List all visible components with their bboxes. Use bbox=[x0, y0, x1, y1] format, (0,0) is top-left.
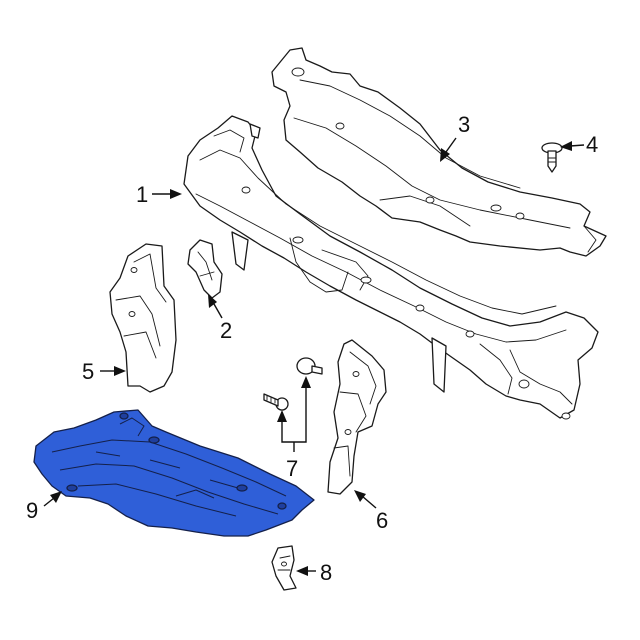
callout-6: 6 bbox=[376, 508, 388, 533]
part-9-splash-shield[interactable] bbox=[33, 409, 315, 537]
part-8-clip[interactable] bbox=[271, 545, 297, 591]
splash-shield-body[interactable] bbox=[33, 409, 315, 537]
leader-lines bbox=[43, 137, 585, 576]
part-1-radiator-support[interactable] bbox=[183, 115, 599, 420]
shield-hole-5 bbox=[119, 412, 129, 420]
part-7-fasteners[interactable] bbox=[263, 357, 323, 411]
part-6-right-deflector[interactable] bbox=[327, 339, 387, 495]
part-5-left-deflector[interactable] bbox=[109, 243, 177, 393]
part-3-radiator-cover[interactable] bbox=[271, 47, 607, 257]
part-4-push-pin[interactable] bbox=[541, 142, 563, 173]
shield-hole-1 bbox=[66, 484, 78, 492]
callout-7: 7 bbox=[286, 456, 298, 481]
callout-3: 3 bbox=[458, 112, 470, 137]
callout-9: 9 bbox=[26, 498, 38, 523]
shield-hole-4 bbox=[277, 502, 287, 510]
callout-1: 1 bbox=[136, 182, 148, 207]
callout-2: 2 bbox=[220, 318, 232, 343]
shield-hole-2 bbox=[148, 436, 160, 444]
callout-8: 8 bbox=[320, 560, 332, 585]
callout-5: 5 bbox=[82, 359, 94, 384]
callout-4: 4 bbox=[586, 132, 598, 157]
part-2-bracket[interactable] bbox=[187, 239, 223, 299]
shield-hole-3 bbox=[236, 484, 248, 492]
